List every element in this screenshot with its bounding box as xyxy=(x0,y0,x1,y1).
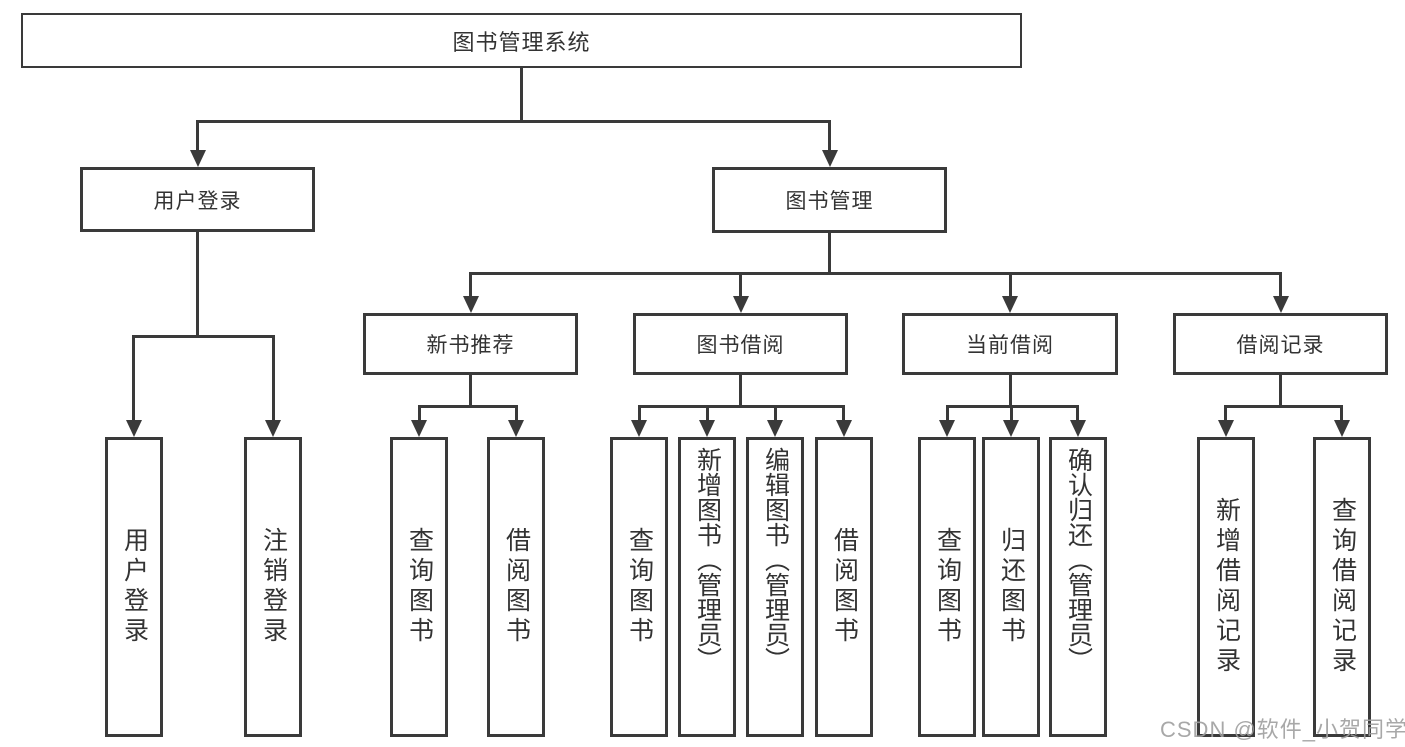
node-label: 确认归还（管理员） xyxy=(1064,447,1093,672)
node-label: 归还图书 xyxy=(997,527,1026,647)
node-user-login: 用户登录 xyxy=(80,167,315,232)
arrowhead-icon xyxy=(631,420,647,437)
node-label: 借阅记录 xyxy=(1236,334,1325,357)
connector-line xyxy=(1279,375,1282,408)
leaf-add-borrow-record: 新增借阅记录 xyxy=(1197,437,1255,737)
arrowhead-icon xyxy=(1334,420,1350,437)
leaf-confirm-return-admin: 确认归还（管理员） xyxy=(1049,437,1107,737)
node-label: 图书借阅 xyxy=(696,334,785,357)
connector-line xyxy=(946,405,949,423)
connector-line xyxy=(1224,405,1343,408)
leaf-user-login: 用户登录 xyxy=(105,437,163,737)
connector-line xyxy=(469,375,472,408)
node-label: 查询借阅记录 xyxy=(1328,497,1357,677)
node-new-book-recommend: 新书推荐 xyxy=(363,313,578,375)
connector-line xyxy=(1009,272,1012,299)
connector-line xyxy=(828,120,831,154)
connector-line xyxy=(418,405,421,423)
connector-line xyxy=(1340,405,1343,423)
leaf-query-books-1: 查询图书 xyxy=(390,437,448,737)
connector-line xyxy=(1076,405,1079,423)
arrowhead-icon xyxy=(939,420,955,437)
leaf-borrow-books-2: 借阅图书 xyxy=(815,437,873,737)
leaf-logout: 注销登录 xyxy=(244,437,302,737)
watermark: CSDN @软件_小贺同学 xyxy=(1160,717,1405,742)
node-borrow-record: 借阅记录 xyxy=(1173,313,1388,375)
leaf-query-books-2: 查询图书 xyxy=(610,437,668,737)
node-label: 新书推荐 xyxy=(426,334,515,357)
connector-line xyxy=(1279,272,1282,299)
connector-line xyxy=(638,405,845,408)
connector-line xyxy=(418,405,518,408)
node-book-borrow: 图书借阅 xyxy=(633,313,848,375)
node-label: 借阅图书 xyxy=(502,527,531,647)
arrowhead-icon xyxy=(411,420,427,437)
node-label: 用户登录 xyxy=(120,527,149,647)
connector-line xyxy=(515,405,518,423)
connector-line xyxy=(1009,375,1012,408)
connector-line xyxy=(132,335,135,423)
connector-line xyxy=(774,405,777,423)
arrowhead-icon xyxy=(126,420,142,437)
connector-line xyxy=(1224,405,1227,423)
connector-line xyxy=(196,232,199,338)
connector-line xyxy=(828,233,831,275)
connector-line xyxy=(469,272,472,299)
arrowhead-icon xyxy=(767,420,783,437)
leaf-add-book-admin: 新增图书（管理员） xyxy=(678,437,736,737)
leaf-query-books-3: 查询图书 xyxy=(918,437,976,737)
connector-line xyxy=(739,272,742,299)
connector-line xyxy=(196,120,831,123)
arrowhead-icon xyxy=(1218,420,1234,437)
node-label: 查询图书 xyxy=(405,527,434,647)
node-book-management: 图书管理 xyxy=(712,167,947,233)
arrowhead-icon xyxy=(1003,420,1019,437)
leaf-query-borrow-record: 查询借阅记录 xyxy=(1313,437,1371,737)
node-root: 图书管理系统 xyxy=(21,13,1022,68)
node-label: 当前借阅 xyxy=(966,334,1054,357)
connector-line xyxy=(706,405,709,423)
connector-line xyxy=(520,68,523,122)
arrowhead-icon xyxy=(733,296,749,313)
node-label: 注销登录 xyxy=(259,527,288,647)
arrowhead-icon xyxy=(463,296,479,313)
node-label: 用户登录 xyxy=(153,189,242,213)
arrowhead-icon xyxy=(265,420,281,437)
node-label: 图书管理系统 xyxy=(452,29,591,55)
connector-line xyxy=(469,272,1282,275)
node-label: 新增图书（管理员） xyxy=(693,447,722,672)
node-label: 图书管理 xyxy=(785,190,874,213)
arrowhead-icon xyxy=(1002,296,1018,313)
arrowhead-icon xyxy=(699,420,715,437)
leaf-edit-book-admin: 编辑图书（管理员） xyxy=(746,437,804,737)
arrowhead-icon xyxy=(1070,420,1086,437)
arrowhead-icon xyxy=(508,420,524,437)
connector-line xyxy=(132,335,275,338)
arrowhead-icon xyxy=(822,150,838,167)
connector-line xyxy=(1010,405,1013,423)
arrowhead-icon xyxy=(190,150,206,167)
node-label: 新增借阅记录 xyxy=(1212,497,1241,677)
node-current-borrow: 当前借阅 xyxy=(902,313,1118,375)
connector-line xyxy=(739,375,742,408)
node-label: 查询图书 xyxy=(625,527,654,647)
leaf-return-book: 归还图书 xyxy=(982,437,1040,737)
arrowhead-icon xyxy=(1273,296,1289,313)
leaf-borrow-books-1: 借阅图书 xyxy=(487,437,545,737)
connector-line xyxy=(196,120,199,154)
connector-line xyxy=(842,405,845,423)
connector-line xyxy=(272,335,275,423)
arrowhead-icon xyxy=(836,420,852,437)
node-label: 查询图书 xyxy=(933,527,962,647)
connector-line xyxy=(638,405,641,423)
node-label: 借阅图书 xyxy=(830,527,859,647)
node-label: 编辑图书（管理员） xyxy=(761,447,790,672)
